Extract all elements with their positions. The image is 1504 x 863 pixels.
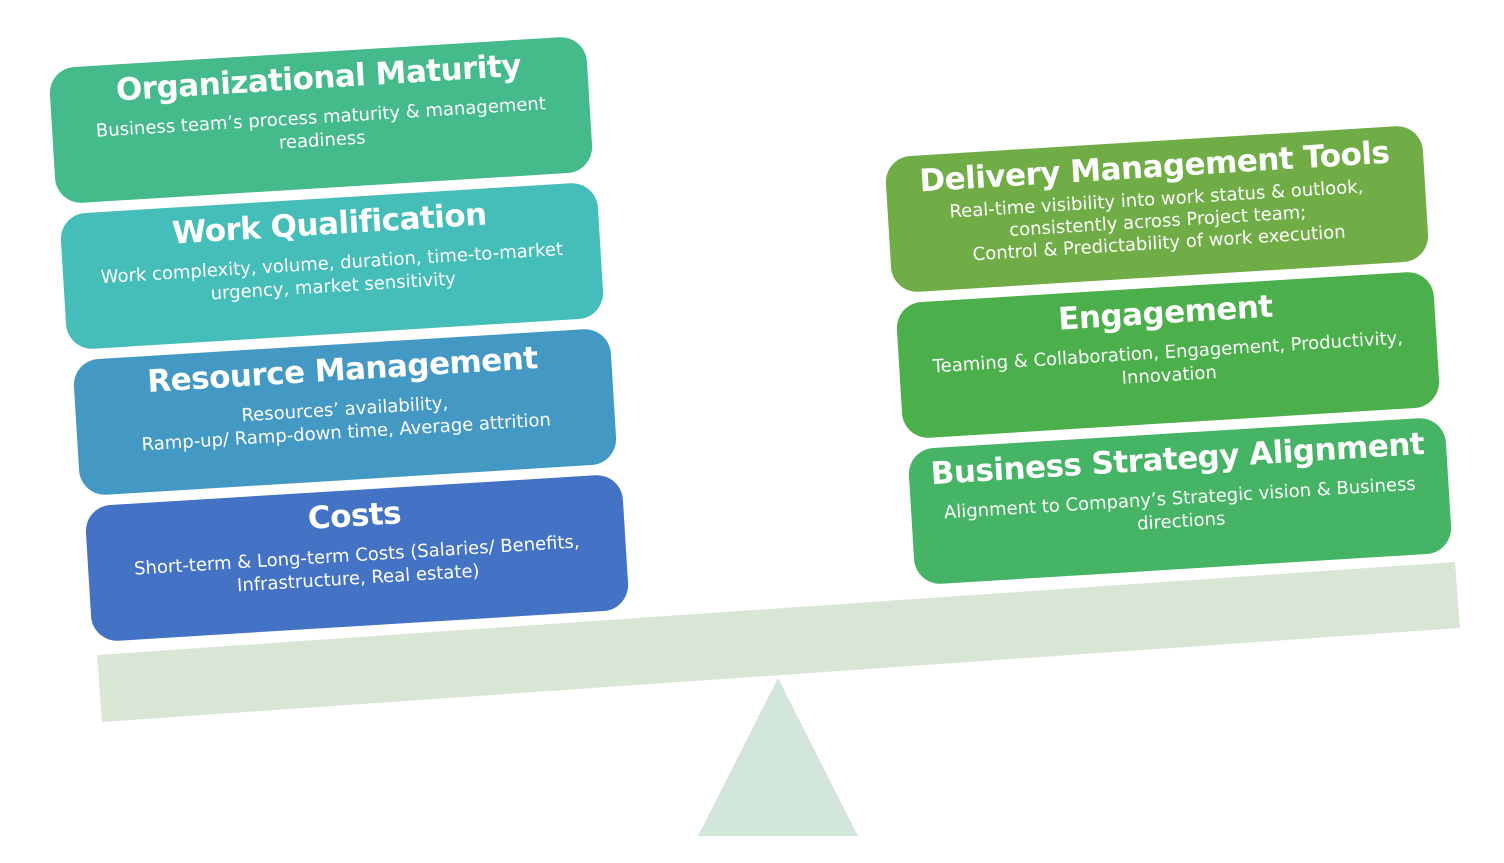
balance-beam [97, 562, 1460, 722]
fulcrum-triangle [698, 678, 858, 836]
